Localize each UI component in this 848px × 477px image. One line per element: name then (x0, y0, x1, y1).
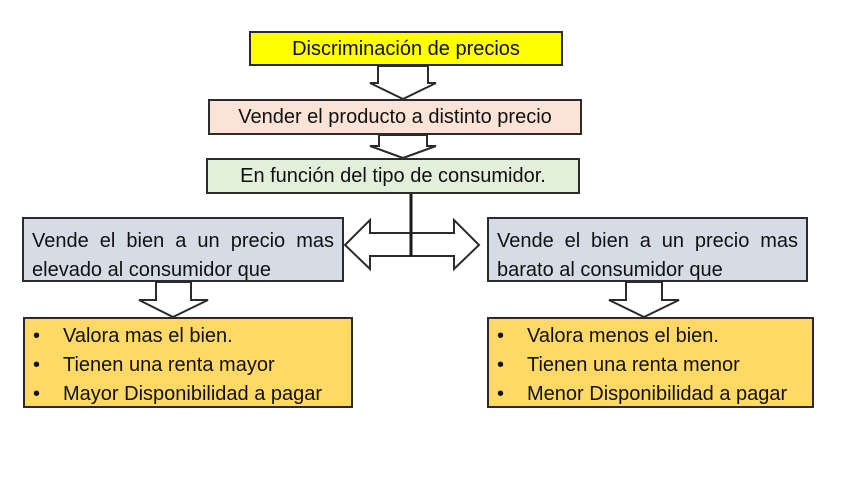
list-item: • Valora mas el bien. (33, 322, 345, 351)
right-list: • Valora menos el bien. • Tienen una renta… (497, 322, 806, 409)
right-arrow-to-right-group (410, 217, 481, 272)
list-item: • Mayor Disponibilidad a pagar (33, 380, 345, 409)
list-item: • Tienen una renta mayor (33, 351, 345, 380)
down-arrow-left-group (138, 281, 209, 319)
right-description-box: Vende el bien a un precio mas barato al … (487, 217, 808, 282)
list-item: • Tienen una renta menor (497, 351, 806, 380)
down-arrow-title-to-step1 (369, 65, 437, 101)
step1-box: Vender el producto a distinto precio (208, 99, 582, 135)
left-description-text: Vende el bien a un precio mas elevado al… (32, 230, 334, 281)
list-item-text: Tienen una renta menor (527, 354, 740, 376)
down-arrow-right-group (608, 281, 680, 319)
right-list-box: • Valora menos el bien. • Tienen una renta… (487, 317, 814, 408)
step2-text: En función del tipo de consumidor. (240, 165, 546, 187)
list-item: • Menor Disponibilidad a pagar (497, 380, 806, 409)
bullet-icon: • (33, 383, 41, 405)
bullet-icon: • (33, 354, 41, 376)
list-item-text: Tienen una renta mayor (63, 354, 275, 376)
list-item-text: Menor Disponibilidad a pagar (527, 383, 788, 405)
left-list-box: • Valora mas el bien. • Tienen una renta m… (23, 317, 353, 408)
left-description-box: Vende el bien a un precio mas elevado al… (22, 217, 344, 282)
left-arrow-to-left-group (343, 217, 412, 272)
list-item-text: Mayor Disponibilidad a pagar (63, 383, 323, 405)
list-item-text: Valora menos el bien. (527, 325, 719, 347)
right-description-text: Vende el bien a un precio mas barato al … (497, 230, 798, 281)
step2-box: En función del tipo de consumidor. (206, 158, 580, 194)
title-box: Discriminación de precios (249, 31, 563, 66)
bullet-icon: • (497, 325, 505, 347)
list-item-text: Valora mas el bien. (63, 325, 233, 347)
step1-text: Vender el producto a distinto precio (238, 106, 552, 128)
bullet-icon: • (33, 325, 41, 347)
bullet-icon: • (497, 354, 505, 376)
list-item: • Valora menos el bien. (497, 322, 806, 351)
bullet-icon: • (497, 383, 505, 405)
left-list: • Valora mas el bien. • Tienen una renta m… (33, 322, 345, 409)
title-text: Discriminación de precios (292, 37, 520, 60)
down-arrow-step1-to-step2 (369, 134, 437, 160)
